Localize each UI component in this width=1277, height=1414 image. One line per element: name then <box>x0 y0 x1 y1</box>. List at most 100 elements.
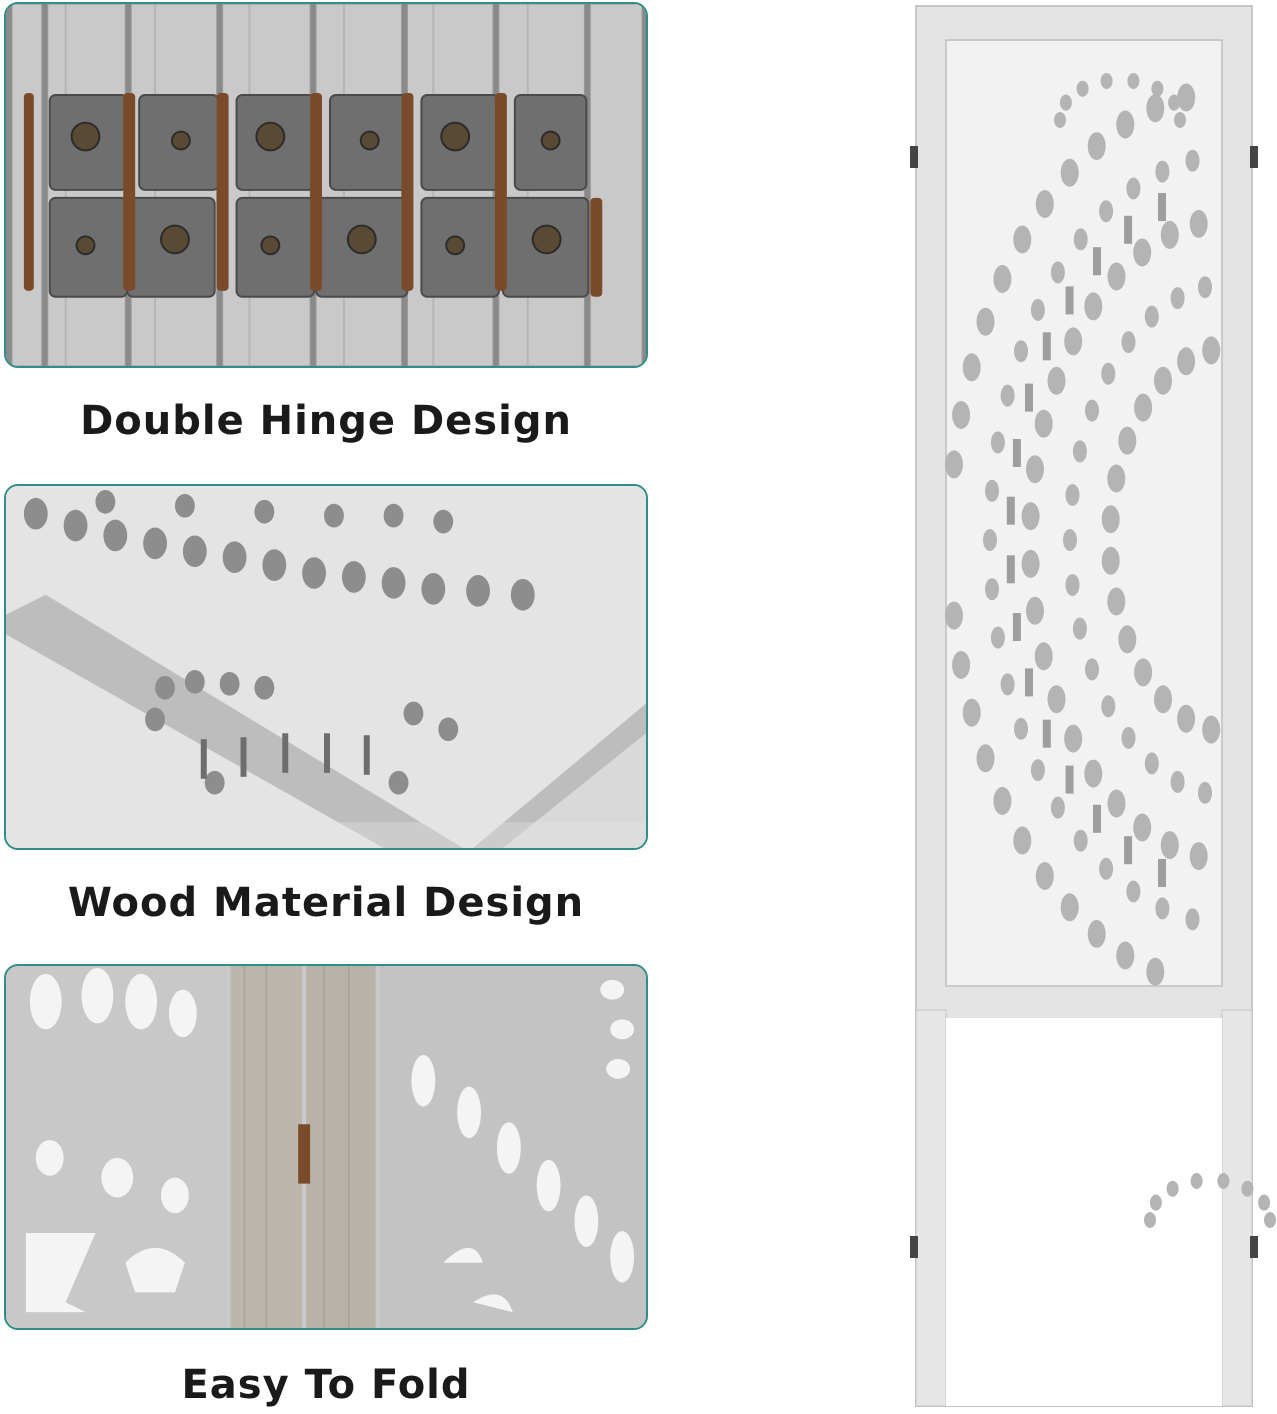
carved-bar <box>1065 286 1074 315</box>
feature-caption-hinge: Double Hinge Design <box>80 398 572 444</box>
carved-hole <box>1026 596 1044 625</box>
carved-bar <box>1042 719 1051 748</box>
carved-hole <box>1050 796 1065 819</box>
carved-hole <box>1087 919 1106 948</box>
carved-hole <box>976 307 995 336</box>
carved-hole <box>1144 1212 1156 1228</box>
carved-hole <box>1014 717 1028 740</box>
carved-hole <box>1149 1194 1162 1211</box>
carved-hole <box>1107 587 1126 616</box>
carved-hole <box>952 401 971 429</box>
wood-carving-photo <box>4 484 648 850</box>
carved-hole <box>1084 759 1103 788</box>
carved-hole <box>1126 880 1141 903</box>
carved-hole <box>1072 617 1087 640</box>
carved-hole <box>1035 190 1054 218</box>
carved-hole <box>1099 200 1114 223</box>
carved-hole <box>1241 1180 1254 1197</box>
carved-hole <box>1202 715 1221 744</box>
carved-hole <box>1073 228 1088 251</box>
carved-hole <box>1034 409 1053 438</box>
carved-hole <box>1100 73 1113 89</box>
carved-hole <box>1107 789 1126 818</box>
carved-hole <box>1177 704 1196 733</box>
carved-bar <box>1012 613 1021 641</box>
carved-bar <box>1065 765 1074 794</box>
carved-hole <box>990 626 1005 649</box>
carved-hole <box>1013 225 1032 254</box>
carved-hole <box>1101 546 1120 575</box>
carved-hole <box>1170 287 1185 310</box>
carved-hole <box>1126 177 1141 200</box>
feature-caption-wood: Wood Material Design <box>67 880 585 926</box>
carved-hole <box>1189 209 1208 238</box>
carved-hole <box>1134 658 1153 687</box>
carved-bar <box>1093 247 1101 276</box>
carved-hole <box>1190 1173 1203 1189</box>
carved-hole <box>1177 83 1196 112</box>
carved-hole <box>1026 455 1044 484</box>
carved-hole <box>1121 726 1136 749</box>
carved-hole <box>1085 658 1099 681</box>
carved-bar <box>1124 836 1133 865</box>
carved-hole <box>1198 276 1212 299</box>
carved-hole <box>1151 80 1164 97</box>
carved-hole <box>1170 770 1185 793</box>
carved-hole <box>962 353 981 382</box>
carved-hole <box>993 787 1012 815</box>
carved-hole <box>1177 347 1196 376</box>
carved-hole <box>1189 842 1208 871</box>
carved-hole <box>1085 399 1099 422</box>
carved-hole <box>1034 642 1053 671</box>
carved-hole <box>1144 752 1159 775</box>
carved-hole <box>985 578 999 601</box>
folding-panel-photo <box>4 964 648 1330</box>
carved-hole <box>1101 695 1116 718</box>
carved-hole <box>1021 502 1040 531</box>
carved-hole <box>1116 110 1135 139</box>
carved-bar <box>1012 439 1021 467</box>
carved-hole <box>1101 362 1116 385</box>
carved-hole <box>1000 673 1015 696</box>
carved-hole <box>945 601 963 630</box>
carved-hole <box>1264 1212 1276 1228</box>
carved-hole <box>1054 112 1066 128</box>
carved-hole <box>1127 73 1140 89</box>
carved-hole <box>976 744 995 773</box>
carved-bar <box>1025 668 1033 697</box>
carved-hole <box>1154 685 1172 714</box>
carved-hole <box>1146 94 1165 123</box>
carved-bar <box>1158 858 1166 887</box>
carved-hole <box>1116 941 1135 970</box>
carved-hole <box>1144 305 1159 328</box>
carved-hole <box>1198 781 1212 804</box>
carved-hole <box>1133 238 1152 267</box>
carved-hole <box>1107 262 1126 291</box>
carved-hole <box>1166 1180 1179 1197</box>
carved-bar <box>1124 215 1133 244</box>
double-hinge-photo <box>4 2 648 368</box>
carved-hole <box>1076 80 1089 97</box>
carved-hole <box>1035 862 1054 890</box>
carved-hole <box>1030 759 1045 782</box>
carved-bar <box>1025 383 1033 412</box>
carved-hole <box>1168 94 1181 111</box>
carved-hole <box>962 698 981 727</box>
carved-hole <box>1185 908 1200 931</box>
carved-hole <box>1000 384 1015 407</box>
carved-hole <box>1155 897 1170 920</box>
carved-hole <box>1065 484 1080 506</box>
carved-hole <box>952 651 971 679</box>
carved-hole <box>1060 893 1079 922</box>
feature-caption-fold: Easy To Fold <box>181 1362 471 1408</box>
carved-hole <box>1118 426 1137 455</box>
carved-hole <box>1160 831 1179 860</box>
carved-hole <box>1118 625 1137 654</box>
carved-hole <box>1047 366 1066 395</box>
carved-hole <box>1063 529 1077 551</box>
carved-hole <box>983 529 997 551</box>
carved-hole <box>1185 149 1200 172</box>
carved-hole <box>993 265 1012 293</box>
carved-bar <box>1093 804 1101 833</box>
carved-bar <box>1042 332 1051 361</box>
